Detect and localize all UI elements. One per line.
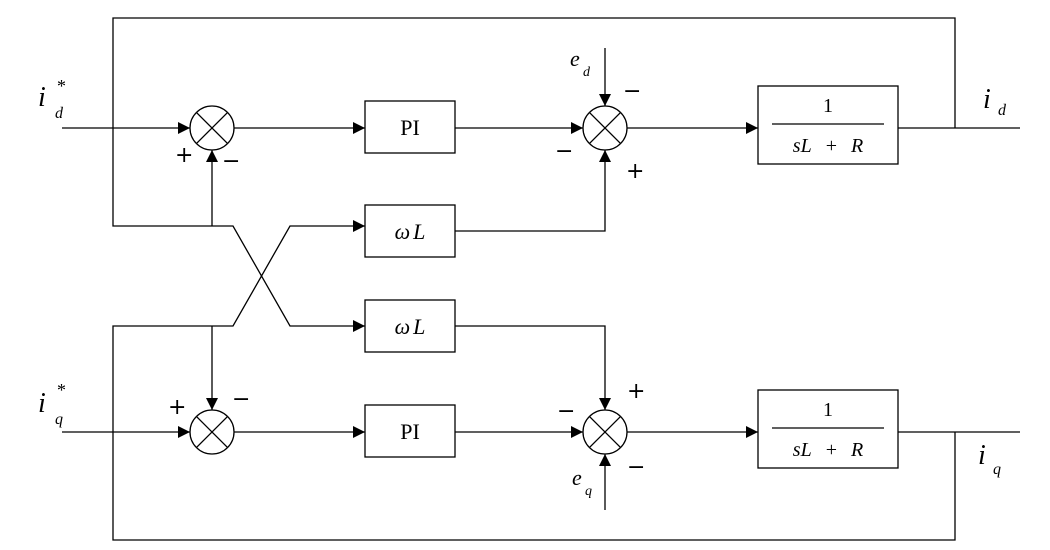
svg-text:*: * xyxy=(57,380,66,400)
wire-feedback-d xyxy=(112,17,956,332)
svg-text:i: i xyxy=(38,82,46,113)
sign-sum2-pi: − xyxy=(555,139,573,164)
wire-omegaL-upper-out xyxy=(455,150,611,232)
svg-text:q: q xyxy=(55,411,63,428)
inductance-symbol: L xyxy=(412,219,425,244)
svg-text:q: q xyxy=(585,484,592,499)
svg-text:e: e xyxy=(572,465,582,490)
label-id-reference: i * d xyxy=(38,76,66,122)
svg-text:d: d xyxy=(55,105,64,122)
plant-numerator-d: 1 xyxy=(823,95,833,117)
pi-controller-d: PI xyxy=(364,100,456,154)
sign-sum1-fb: − xyxy=(222,149,240,174)
svg-text:q: q xyxy=(993,461,1001,478)
pi-label-d: PI xyxy=(400,115,420,140)
inductance-symbol: L xyxy=(412,314,425,339)
pi-controller-q: PI xyxy=(364,404,456,458)
sign-sum4-pi: − xyxy=(557,399,575,424)
wire-omegaL-lower-out xyxy=(455,325,611,410)
plant-denominator-d: sL+R xyxy=(793,135,863,157)
sign-sum3-ref: + xyxy=(168,395,186,420)
plant-numerator-q: 1 xyxy=(823,399,833,421)
svg-text:e: e xyxy=(570,46,580,71)
svg-text:*: * xyxy=(57,76,66,96)
summing-junction-q-voltage xyxy=(582,409,628,455)
label-ed: e d xyxy=(570,46,591,80)
omega-symbol: ω xyxy=(395,314,411,339)
label-eq: e q xyxy=(572,465,592,499)
svg-text:i: i xyxy=(978,440,986,471)
label-iq-output: i q xyxy=(978,440,1001,478)
sign-sum3-fb: − xyxy=(232,387,250,412)
sign-sum2-ed: − xyxy=(623,79,641,104)
pi-label-q: PI xyxy=(400,419,420,444)
omega-symbol: ω xyxy=(395,219,411,244)
label-iq-reference: i * q xyxy=(38,380,66,428)
summing-junction-d-error xyxy=(189,105,235,151)
plant-block-q: 1 sL+R xyxy=(757,389,899,469)
plant-denominator-q: sL+R xyxy=(793,439,863,461)
svg-text:d: d xyxy=(583,65,591,80)
sign-sum1-ref: + xyxy=(175,143,193,168)
sign-sum4-eq: − xyxy=(627,455,645,480)
svg-text:i: i xyxy=(983,84,991,115)
summing-junction-q-error xyxy=(189,409,235,455)
sign-sum2-couple: + xyxy=(626,159,644,184)
label-id-output: i d xyxy=(983,84,1007,119)
sign-sum4-couple: + xyxy=(627,379,645,404)
wire-feedback-q xyxy=(112,220,956,541)
plant-block-d: 1 sL+R xyxy=(757,85,899,165)
svg-text:i: i xyxy=(38,388,46,419)
svg-text:d: d xyxy=(998,102,1007,119)
summing-junction-d-voltage xyxy=(582,105,628,151)
